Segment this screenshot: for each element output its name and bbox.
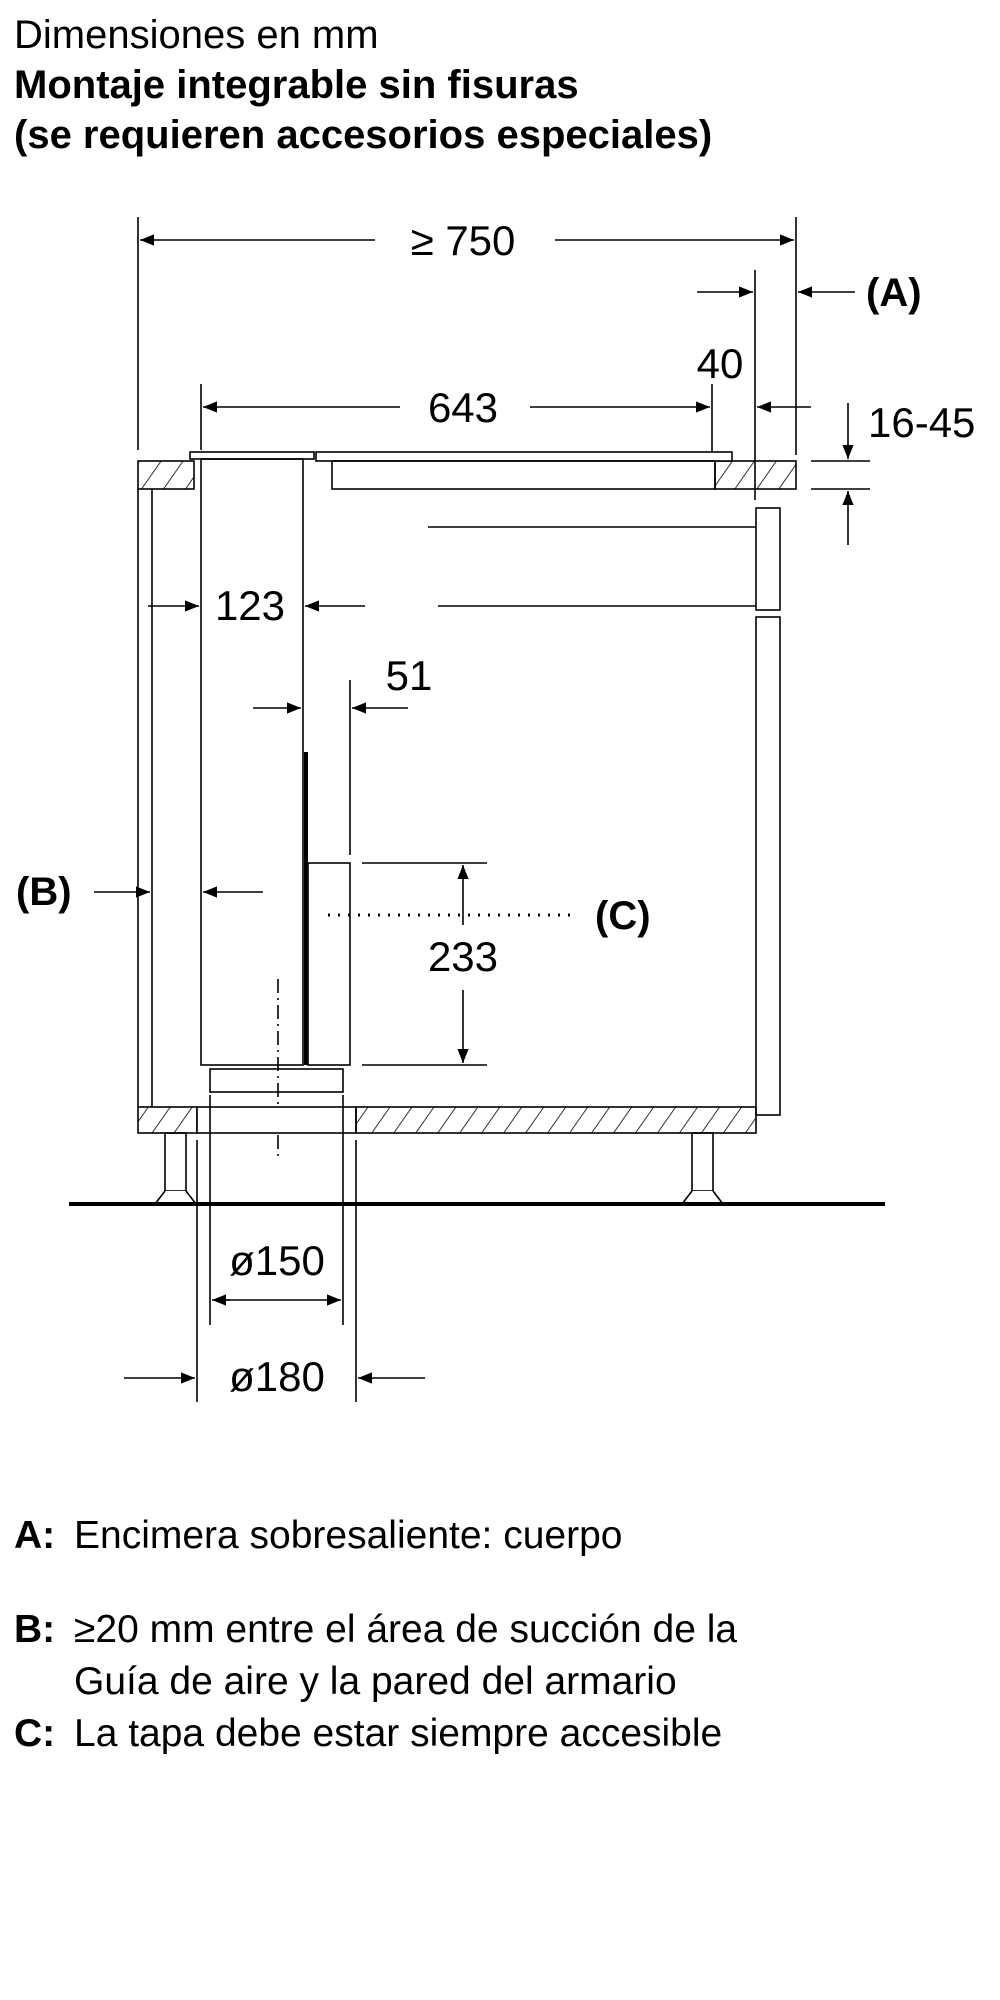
countertop-right <box>714 460 797 490</box>
dim-duct-diameter-outer: ø180 <box>229 1353 325 1400</box>
leg-right <box>691 1132 714 1192</box>
title-accessories: (se requieren accesorios especiales) <box>14 113 713 157</box>
air-duct <box>200 458 304 1066</box>
dim-duct-gap: 51 <box>386 652 433 699</box>
dim-lid-height: 233 <box>428 933 498 980</box>
callout-a: (A) <box>866 271 922 315</box>
plinth-left <box>137 1106 198 1134</box>
legend-item-c: C: La tapa debe estar siempre accesible <box>14 1708 737 1760</box>
page-title: Dimensiones en mm Montaje integrable sin… <box>14 10 712 160</box>
dim-duct-diameter-inner: ø150 <box>229 1237 325 1284</box>
countertop-left <box>137 460 195 490</box>
plinth-right <box>355 1106 757 1134</box>
legend-key: A: <box>14 1514 56 1557</box>
dim-duct-width: 123 <box>215 582 285 629</box>
legend-text: ≥20 mm entre el área de succión de la <box>74 1608 738 1651</box>
legend-item-a: A: Encimera sobresaliente: cuerpo <box>14 1510 737 1562</box>
callout-c: (C) <box>595 894 651 938</box>
legend-key: C: <box>14 1712 56 1755</box>
duct-spigot <box>209 1068 344 1093</box>
dim-hob-width: 643 <box>428 384 498 431</box>
legend-text: Encimera sobresaliente: cuerpo <box>74 1514 623 1557</box>
drawer-front <box>755 507 781 611</box>
callout-b: (B) <box>16 870 72 914</box>
hob-body <box>331 460 716 490</box>
leg-left <box>164 1132 187 1192</box>
legend-text-continued: Guía de aire y la pared del armario <box>74 1660 677 1703</box>
hob-glass <box>315 451 733 462</box>
dim-overhang: 40 <box>697 340 744 387</box>
legend-item-b: B: ≥20 mm entre el área de succión de la… <box>14 1604 737 1708</box>
legend-text: La tapa debe estar siempre accesible <box>74 1712 723 1755</box>
door-front <box>755 616 781 1116</box>
legend: A: Encimera sobresaliente: cuerpo B: ≥20… <box>14 1510 737 1760</box>
legend-key: B: <box>14 1608 56 1651</box>
dim-total-width: ≥ 750 <box>411 217 516 264</box>
title-mounting: Montaje integrable sin fisuras <box>14 63 579 107</box>
title-units: Dimensiones en mm <box>14 13 379 57</box>
lid-c <box>307 862 351 1066</box>
hob-glass-extractor <box>189 451 315 460</box>
dim-countertop-thickness: 16-45 <box>868 399 975 446</box>
